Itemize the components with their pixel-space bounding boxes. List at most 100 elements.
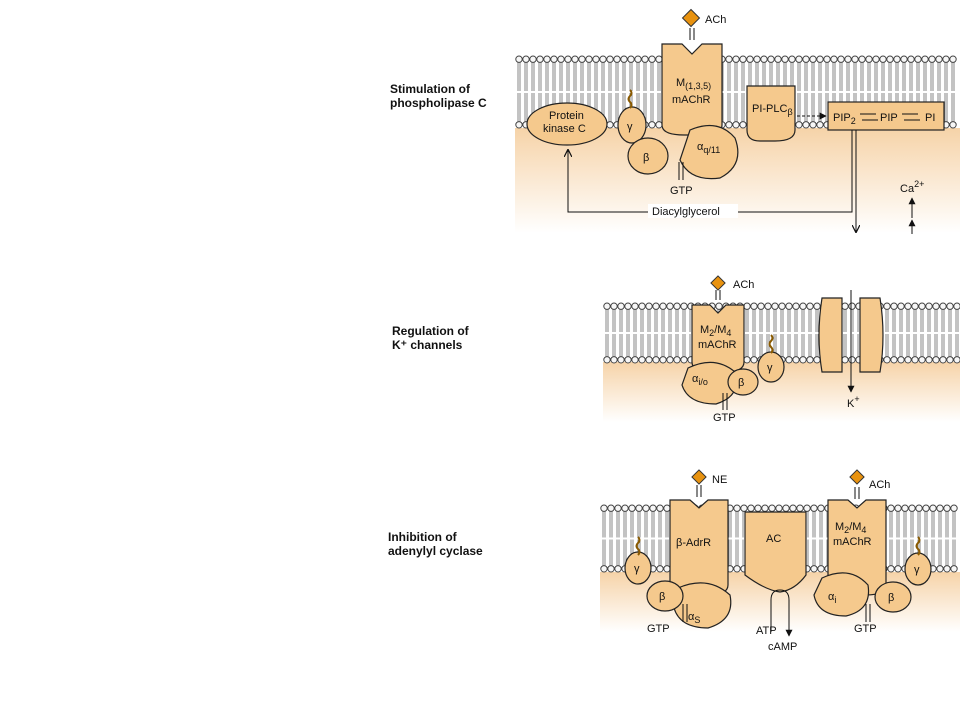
- ac-ne-ligand: [691, 469, 707, 485]
- lipid-tail: [839, 62, 843, 91]
- lipid-head: [865, 55, 873, 63]
- lipid-tail: [675, 309, 679, 332]
- lipid-tail: [906, 334, 910, 357]
- lipid-tail: [899, 309, 903, 332]
- lipid-head: [550, 55, 558, 63]
- lipid-head: [614, 565, 622, 573]
- plc-pkc-line1: Protein: [549, 110, 584, 122]
- lipid-tail: [895, 62, 899, 91]
- lipid-tail: [892, 334, 896, 357]
- lipid-head: [792, 302, 800, 310]
- lipid-head: [768, 504, 776, 512]
- lipid-head: [792, 356, 800, 364]
- lipid-tail: [812, 539, 816, 566]
- ac-right-gtp-label: GTP: [854, 623, 877, 635]
- lipid-tail: [934, 309, 938, 332]
- ac-enzyme-label: AC: [766, 533, 781, 545]
- ac-left-beta-subunit: [646, 580, 684, 612]
- lipid-head: [631, 356, 639, 364]
- lipid-head: [543, 55, 551, 63]
- lipid-tail: [899, 334, 903, 357]
- lipid-head: [725, 55, 733, 63]
- lipid-tail: [658, 511, 662, 538]
- lipid-tail: [913, 309, 917, 332]
- plc-calcium-label: Ca2+: [900, 179, 924, 195]
- lipid-tail: [938, 511, 942, 538]
- lipid-head: [761, 504, 769, 512]
- lipid-tail: [524, 93, 528, 122]
- lipid-head: [627, 55, 635, 63]
- lipid-head: [810, 565, 818, 573]
- lipid-tail: [819, 511, 823, 538]
- k-gtp-arrow: [722, 393, 728, 410]
- lipid-tail: [801, 309, 805, 332]
- lipid-head: [830, 55, 838, 63]
- lipid-head: [536, 55, 544, 63]
- lipid-head: [564, 55, 572, 63]
- lipid-tail: [910, 511, 914, 538]
- lipid-tail: [727, 93, 731, 122]
- lipid-head: [915, 504, 923, 512]
- lipid-tail: [734, 62, 738, 91]
- lipid-head: [841, 302, 849, 310]
- lipid-tail: [580, 62, 584, 91]
- lipid-tail: [587, 62, 591, 91]
- plc-effector: [746, 85, 796, 142]
- plc-ligand-eq-arrow: [689, 28, 695, 40]
- lipid-tail: [668, 334, 672, 357]
- lipid-head: [817, 504, 825, 512]
- lipid-head: [673, 356, 681, 364]
- plc-pip2-label: PIP2: [833, 112, 856, 126]
- lipid-head: [739, 55, 747, 63]
- lipid-head: [939, 302, 947, 310]
- lipid-head: [953, 302, 960, 310]
- lipid-tail: [927, 309, 931, 332]
- lipid-tail: [945, 511, 949, 538]
- lipid-tail: [832, 62, 836, 91]
- lipid-head: [750, 302, 758, 310]
- lipid-head: [663, 504, 671, 512]
- lipid-head: [610, 302, 618, 310]
- lipid-tail: [524, 62, 528, 91]
- lipid-tail: [665, 511, 669, 538]
- lipid-head: [600, 504, 608, 512]
- lipid-tail: [654, 309, 658, 332]
- lipid-tail: [668, 309, 672, 332]
- lipid-head: [921, 55, 929, 63]
- lipid-tail: [629, 62, 633, 91]
- lipid-head: [764, 302, 772, 310]
- lipid-head: [529, 55, 537, 63]
- lipid-head: [621, 504, 629, 512]
- lipid-head: [795, 121, 803, 129]
- lipid-tail: [602, 539, 606, 566]
- lipid-head: [652, 356, 660, 364]
- lipid-head: [887, 565, 895, 573]
- lipid-head: [603, 302, 611, 310]
- lipid-head: [631, 302, 639, 310]
- lipid-tail: [657, 62, 661, 91]
- lipid-head: [607, 565, 615, 573]
- lipid-head: [907, 55, 915, 63]
- lipid-head: [932, 302, 940, 310]
- lipid-tail: [941, 334, 945, 357]
- lipid-head: [809, 121, 817, 129]
- lipid-head: [949, 55, 957, 63]
- lipid-tail: [643, 62, 647, 91]
- plc-pkc: [526, 102, 608, 146]
- lipid-tail: [885, 334, 889, 357]
- lipid-head: [645, 356, 653, 364]
- k-beta-label: β: [738, 377, 744, 389]
- lipid-tail: [902, 62, 906, 91]
- plc-pip-label: PIP: [880, 112, 898, 124]
- lipid-tail: [941, 309, 945, 332]
- lipid-tail: [734, 93, 738, 122]
- lipid-tail: [735, 511, 739, 538]
- lipid-head: [901, 504, 909, 512]
- lipid-head: [950, 504, 958, 512]
- lipid-tail: [931, 539, 935, 566]
- lipid-head: [603, 356, 611, 364]
- lipid-head: [918, 302, 926, 310]
- plc-pkc-line2: kinase C: [543, 123, 586, 135]
- k-receptor-line2: mAChR: [698, 339, 737, 351]
- ac-receptor-right-line1: M2/M4: [835, 521, 866, 535]
